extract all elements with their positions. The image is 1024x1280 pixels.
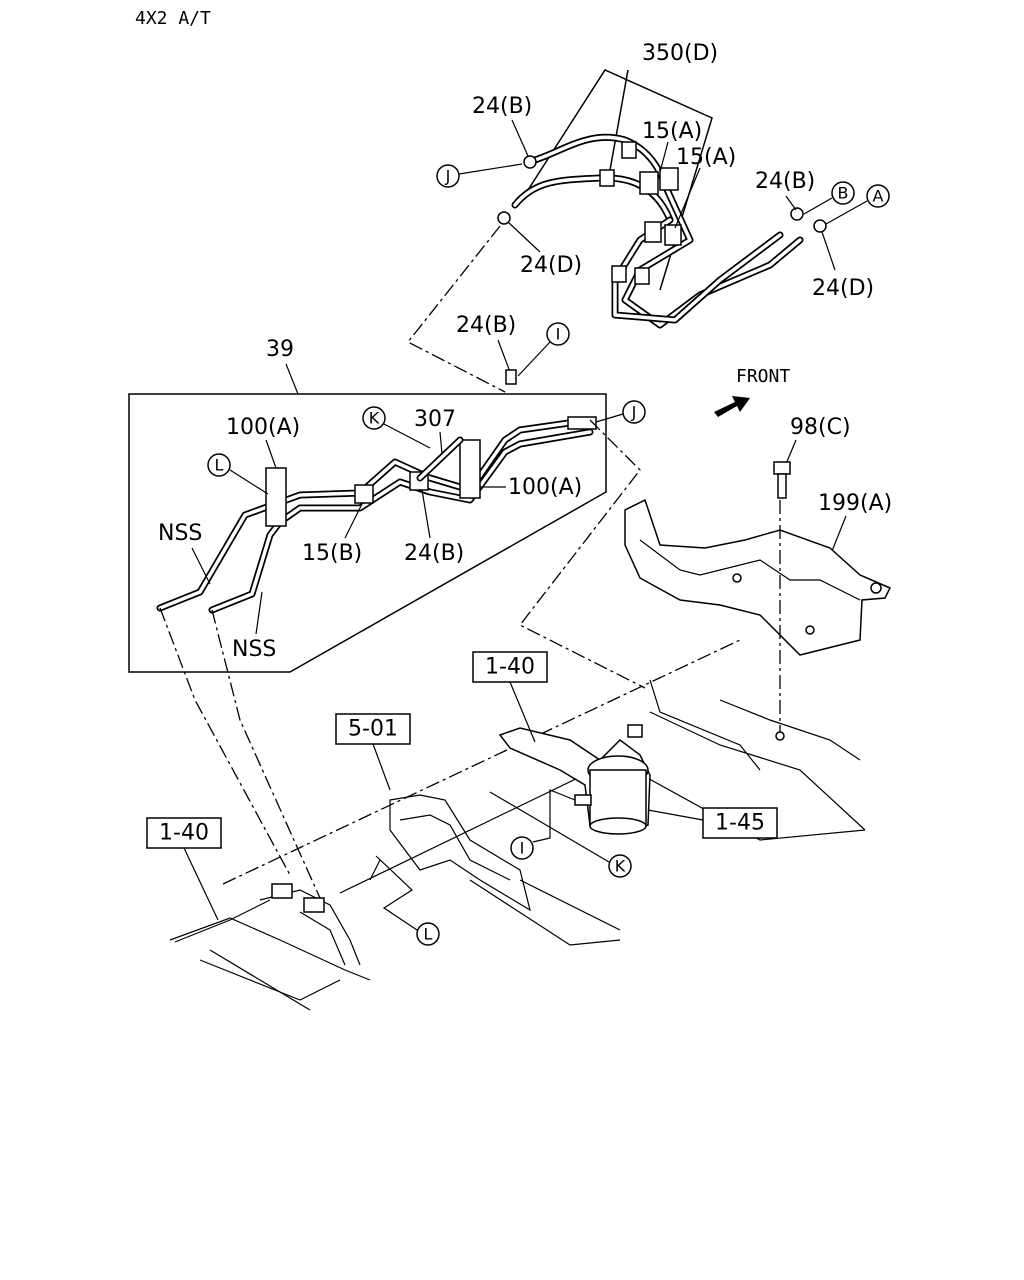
svg-text:L: L [215, 456, 224, 475]
ref-box-1-40-left[interactable]: 1-40 [146, 817, 222, 849]
svg-text:1-40: 1-40 [159, 821, 209, 846]
connector-i-lower: I [510, 836, 534, 860]
svg-text:B: B [838, 184, 849, 203]
fuel-filter[interactable] [498, 724, 651, 835]
connector-j-lower: J [622, 400, 646, 424]
svg-text:1-45: 1-45 [715, 811, 765, 836]
label-24d-right: 24(D) [812, 276, 874, 301]
label-199a: 199(A) [818, 491, 892, 516]
svg-text:I: I [520, 839, 525, 858]
label-nss-lower: NSS [232, 637, 276, 662]
front-label: FRONT [736, 366, 790, 387]
svg-text:K: K [369, 409, 380, 428]
label-24b-center: 24(B) [456, 313, 516, 338]
chassis-frame [169, 639, 866, 1011]
connector-k-upper: K [362, 406, 386, 430]
label-39: 39 [266, 337, 294, 362]
ref-box-1-40-center[interactable]: 1-40 [472, 651, 548, 683]
ref-box-1-45[interactable]: 1-45 [702, 807, 778, 839]
label-98c: 98(C) [790, 415, 851, 440]
label-24b-pipe: 24(B) [404, 541, 464, 566]
label-100a-left: 100(A) [226, 415, 300, 440]
label-24b-right: 24(B) [755, 169, 815, 194]
hose-assembly-350d[interactable] [497, 69, 827, 329]
label-15b: 15(B) [302, 541, 362, 566]
label-15a-upper: 15(A) [642, 119, 702, 144]
svg-text:J: J [631, 403, 637, 422]
connector-l-lower: L [416, 922, 440, 946]
connector-b-right: B [831, 181, 855, 205]
label-307: 307 [414, 407, 456, 432]
svg-text:K: K [615, 857, 626, 876]
fuel-pipes-39[interactable] [156, 416, 597, 614]
label-350d: 350(D) [642, 41, 718, 66]
connector-k-lower: K [608, 854, 632, 878]
svg-text:1-40: 1-40 [485, 655, 535, 680]
label-24b-top: 24(B) [472, 94, 532, 119]
pipe-group-frame [128, 393, 607, 673]
label-nss-upper: NSS [158, 521, 202, 546]
svg-text:A: A [873, 187, 884, 206]
front-arrow-icon [714, 396, 750, 417]
connector-i-upper: I [546, 322, 570, 346]
svg-text:L: L [424, 925, 433, 944]
svg-text:J: J [445, 167, 451, 186]
svg-text:I: I [556, 325, 561, 344]
connector-a-right: A [866, 184, 890, 208]
connector-l-upper: L [207, 453, 231, 477]
lower-pipe-fittings [174, 883, 346, 966]
bolt-98c[interactable] [773, 461, 791, 499]
ref-box-5-01[interactable]: 5-01 [335, 713, 411, 745]
variant-header: 4X2 A/T [135, 8, 211, 29]
connector-j-upper: J [436, 164, 460, 188]
label-24d-mid: 24(D) [520, 253, 582, 278]
bracket-199a[interactable] [624, 498, 892, 656]
svg-text:5-01: 5-01 [348, 717, 398, 742]
label-15a-lower: 15(A) [676, 145, 736, 170]
label-100a-right: 100(A) [508, 475, 582, 500]
